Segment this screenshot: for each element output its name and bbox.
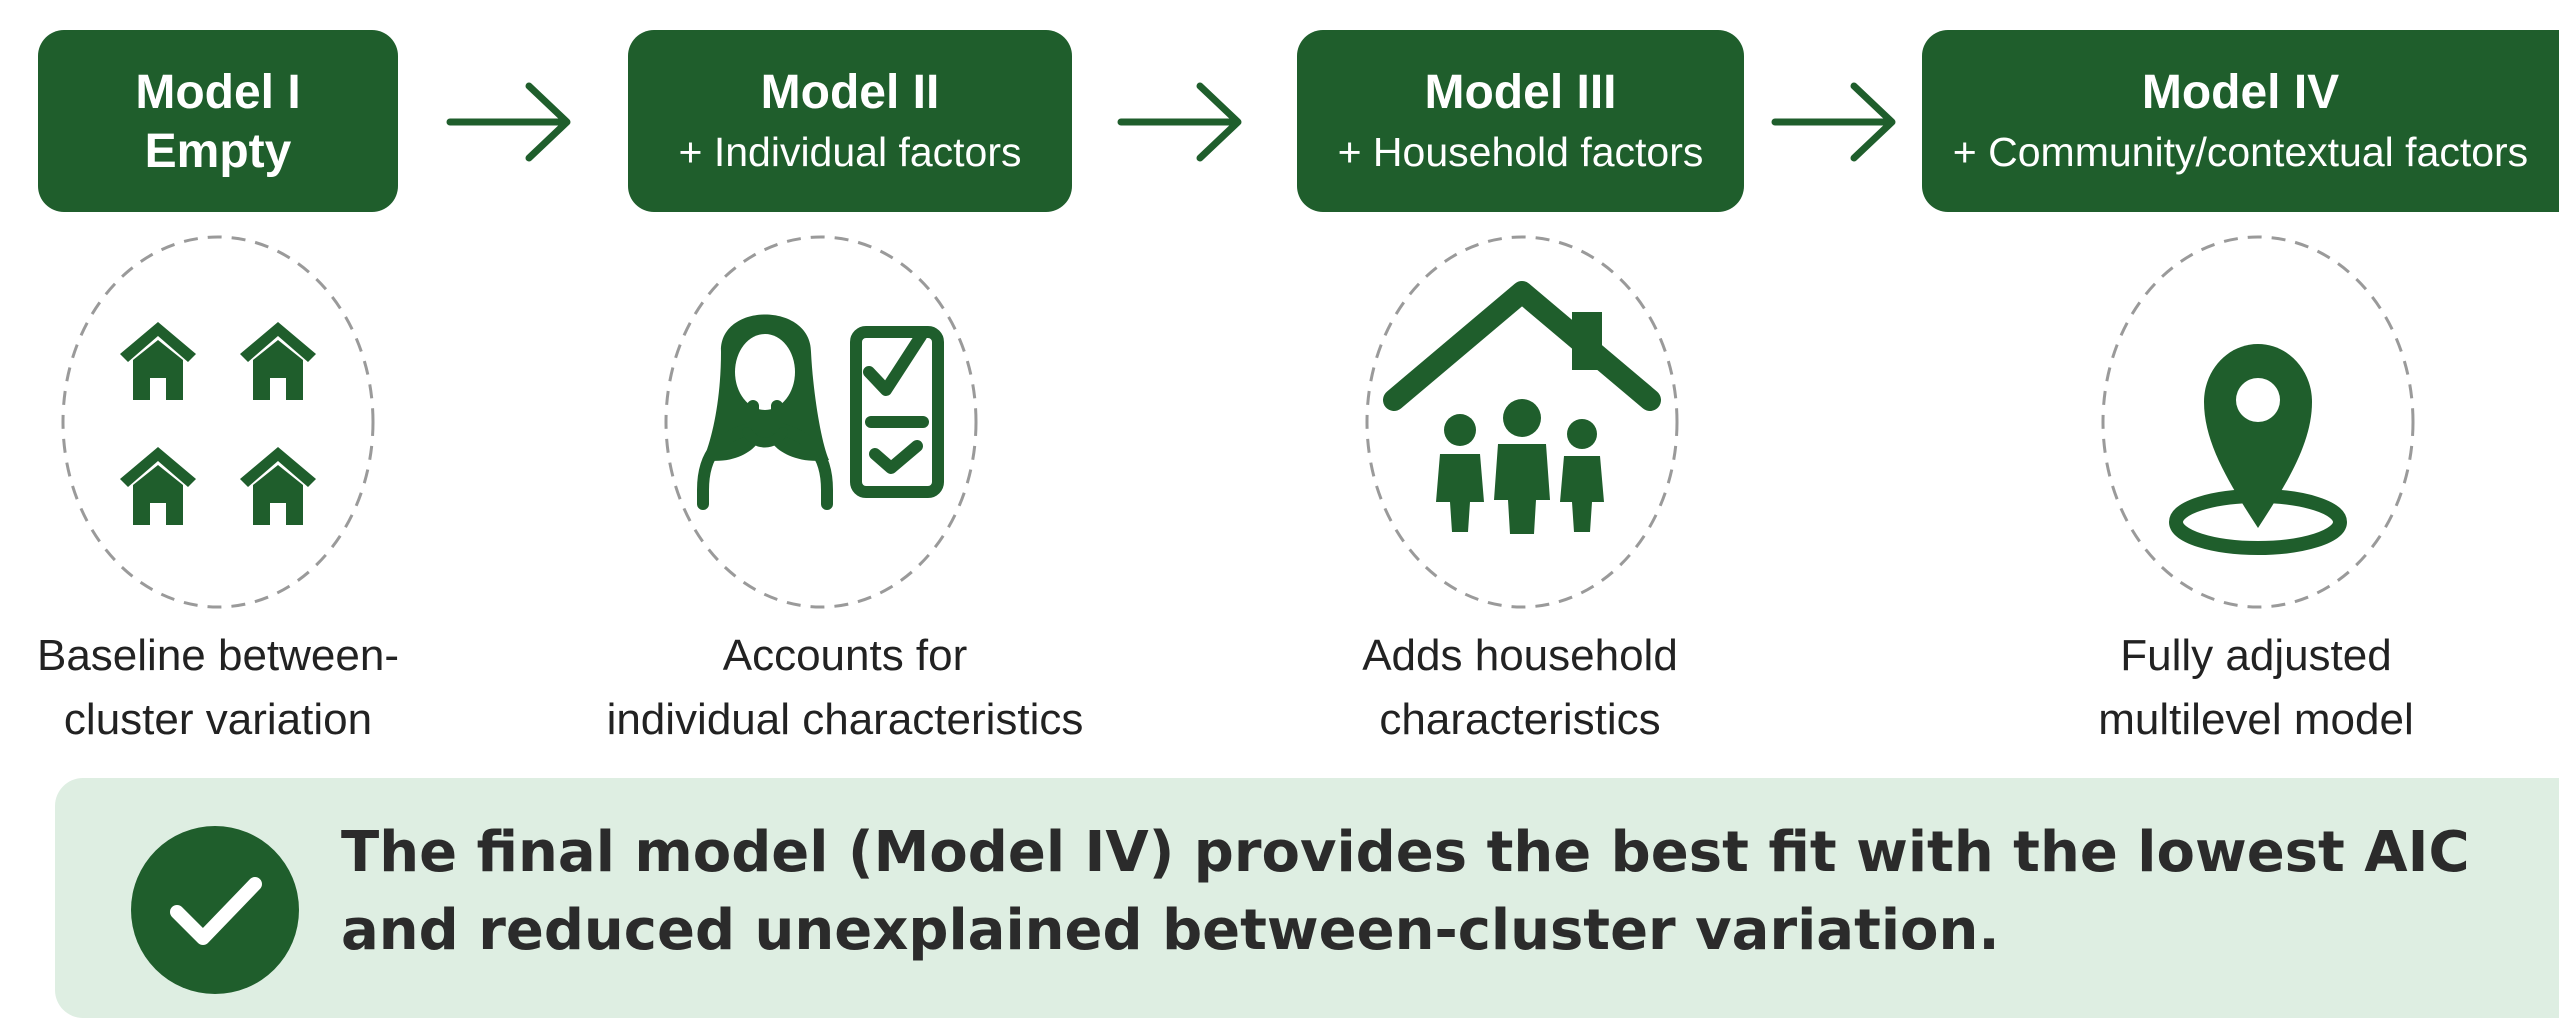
- four-houses-icon: [61, 235, 375, 609]
- model-2-box: Model II + Individual factors: [628, 30, 1072, 212]
- model-4-description: Fully adjusted multilevel model: [1976, 624, 2536, 752]
- conclusion-line: and reduced unexplained between-cluster …: [341, 898, 2000, 963]
- model-4-description-line: Fully adjusted: [2120, 631, 2392, 680]
- model-1-box: Model I Empty: [38, 30, 398, 212]
- model-2-description: Accounts for individual characteristics: [565, 624, 1125, 752]
- model-4-subtitle: + Community/contextual factors: [1952, 129, 2529, 175]
- arrow-right-icon: [1771, 82, 1896, 162]
- arrow-right-icon: [446, 82, 571, 162]
- model-3-title: Model III: [1424, 66, 1617, 119]
- model-4-box: Model IV + Community/contextual factors: [1922, 30, 2559, 212]
- model-1-subtitle: Empty: [144, 125, 292, 178]
- model-1-description-line: cluster variation: [63, 695, 373, 744]
- arrow-right-icon: [1117, 82, 1242, 162]
- woman-checklist-icon: [664, 235, 978, 609]
- conclusion-text: The final model (Model IV) provides the …: [341, 814, 2541, 970]
- conclusion-banner: The final model (Model IV) provides the …: [55, 778, 2559, 1018]
- model-3-description-line: characteristics: [1379, 695, 1661, 744]
- model-3-description: Adds household characteristics: [1240, 624, 1800, 752]
- model-3-description-line: Adds household: [1362, 631, 1678, 680]
- model-1-title: Model I: [135, 66, 301, 119]
- check-circle-icon: [131, 826, 299, 994]
- model-4-description-line: multilevel model: [2098, 695, 2414, 744]
- model-1-description-line: Baseline between-: [36, 631, 399, 680]
- model-2-description-line: individual characteristics: [606, 695, 1084, 744]
- conclusion-line: The final model (Model IV) provides the …: [341, 820, 2470, 885]
- house-family-icon: [1365, 235, 1679, 609]
- model-2-subtitle: + Individual factors: [678, 129, 1022, 175]
- model-3-box: Model III + Household factors: [1297, 30, 1744, 212]
- model-2-description-line: Accounts for: [722, 631, 968, 680]
- model-3-subtitle: + Household factors: [1337, 129, 1704, 175]
- model-2-title: Model II: [760, 66, 940, 119]
- model-1-description: Baseline between- cluster variation: [0, 624, 498, 752]
- location-pin-icon: [2101, 235, 2415, 609]
- model-4-title: Model IV: [2141, 66, 2340, 119]
